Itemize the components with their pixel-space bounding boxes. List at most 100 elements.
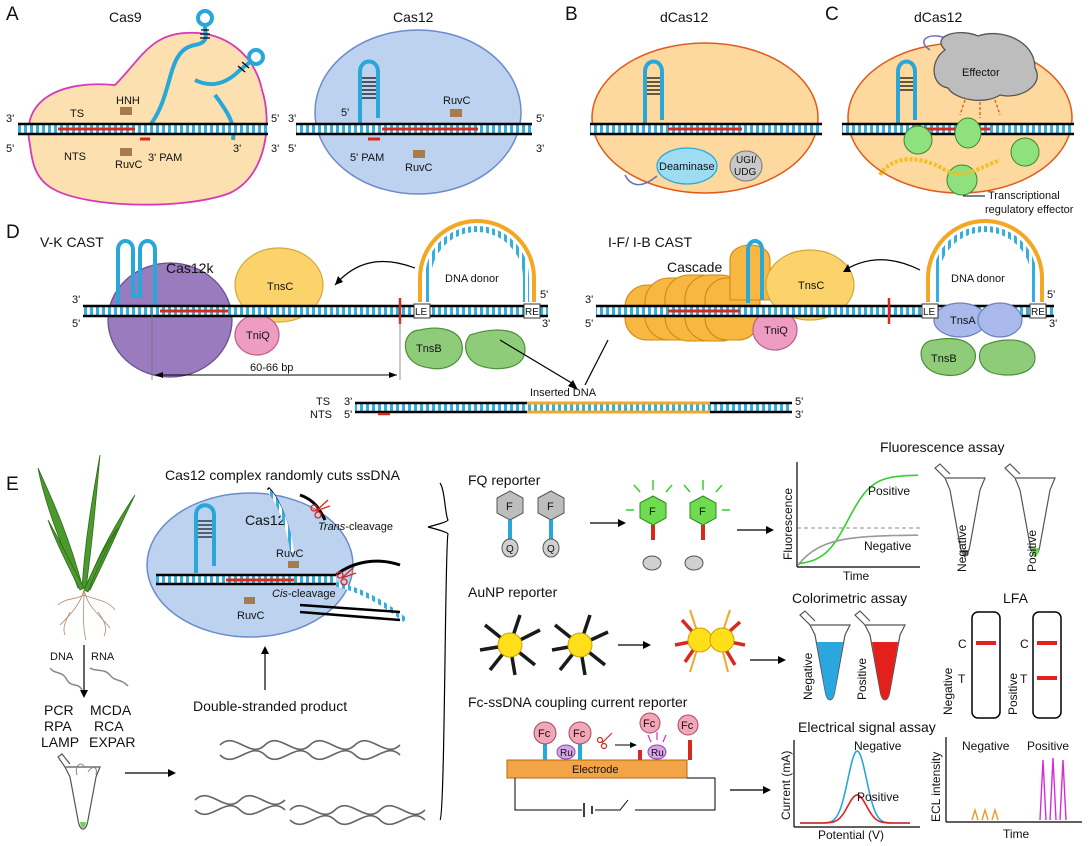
cas12-end-5: 5' xyxy=(288,143,296,155)
colori-tube-negative xyxy=(799,610,851,701)
elec-ylabel: Current (mA) xyxy=(779,751,793,820)
pam-label: 3' PAM xyxy=(148,152,182,164)
fluor-positive-label: Positive xyxy=(868,484,910,498)
ruvc-e-top-label: RuvC xyxy=(276,548,304,560)
cas12-pam-label: 5' PAM xyxy=(350,152,384,164)
colori-neg-label: Negative xyxy=(801,652,815,700)
tnsb-vk xyxy=(404,327,463,370)
ins-end-3: 3' xyxy=(344,396,352,408)
trans-cleavage-label: Trans-cleavage xyxy=(318,521,393,533)
fc-label-4: Fc xyxy=(681,720,694,732)
vk-donor-label: DNA donor xyxy=(445,273,499,285)
nts-label: NTS xyxy=(64,151,86,163)
cas9-end-3b: 3' xyxy=(271,143,279,155)
panel-letter-c: C xyxy=(825,4,839,25)
fluor-tube-neg-label: Negative xyxy=(955,524,969,572)
fluor-positive-curve xyxy=(797,474,918,566)
dsdna-helices xyxy=(194,739,426,826)
ts-label: TS xyxy=(70,108,84,120)
fluor-tube-negative xyxy=(934,463,986,558)
lamp-label: LAMP xyxy=(41,734,79,750)
lfa-c-pos: C xyxy=(1020,637,1029,651)
elec-title: Electrical signal assay xyxy=(798,719,936,735)
fluor-tube-positive xyxy=(1004,463,1056,557)
ru-label-2: Ru xyxy=(651,748,664,759)
colori-pos-label: Positive xyxy=(855,658,869,700)
inserted-nts: NTS xyxy=(310,409,332,421)
ugi-udg xyxy=(729,150,763,182)
rna-3-label: 3' xyxy=(233,143,241,155)
if-end-3: 3' xyxy=(585,294,593,306)
panel-e: E DNA RNA PCR MCDA RPA RCA LAMP EXPAR Ca… xyxy=(6,439,1082,842)
lfa-neg-label: Negative xyxy=(941,667,955,715)
vk-end-3: 3' xyxy=(72,294,80,306)
ecl-chart xyxy=(945,737,1082,823)
if-le-label: LE xyxy=(923,307,936,318)
dcas12-title-c: dCas12 xyxy=(914,9,962,25)
fc-reporters xyxy=(533,712,699,760)
ruvc-e-bottom xyxy=(244,597,255,604)
fq-f4: F xyxy=(699,506,706,518)
elec-neg-label: Negative xyxy=(854,739,902,753)
hnh-domain xyxy=(120,107,132,115)
rpa-label: RPA xyxy=(44,718,72,734)
inserted-ts: TS xyxy=(316,396,330,408)
cas12-end-3b: 3' xyxy=(536,143,544,155)
if-re-label: RE xyxy=(1031,307,1045,318)
cis-cleavage-label: Cis-cleavage xyxy=(272,588,336,600)
deaminase xyxy=(656,147,718,185)
cas12-e-label: Cas12 xyxy=(245,512,286,528)
panel-b: B dCas12 Deaminase UGI/ UDG xyxy=(565,4,822,194)
tnsc-vk xyxy=(234,247,324,323)
hnh-label: HNH xyxy=(116,95,140,107)
fluor-negative-label: Negative xyxy=(864,539,912,553)
cas9-protein xyxy=(27,31,268,206)
lfa-pos-label: Positive xyxy=(1006,673,1020,715)
ecl-pos-label: Positive xyxy=(1027,739,1069,753)
ins-end-5b: 5' xyxy=(795,396,803,408)
fluor-tube-pos-label: Positive xyxy=(1025,530,1039,572)
rca-label: RCA xyxy=(94,718,124,734)
cas12-ruvc-top xyxy=(450,109,462,117)
inserted-dna xyxy=(355,401,792,416)
fq-reporters-cleaved xyxy=(626,480,730,571)
fluor-negative-curve xyxy=(797,534,918,566)
if-cast-title: I-F/ I-B CAST xyxy=(608,234,692,250)
lfa-title: LFA xyxy=(1003,590,1029,606)
ruvc-e-bottom-label: RuvC xyxy=(237,610,265,622)
cas12-end-5b: 5' xyxy=(536,113,544,125)
aunp-title: AuNP reporter xyxy=(468,584,558,600)
ecl-peak-1 xyxy=(981,807,989,821)
tnsb-if xyxy=(920,337,976,377)
ecl-peak-3 xyxy=(1039,759,1047,821)
electrode-label: Electrode xyxy=(572,764,618,776)
distance-label: 60-66 bp xyxy=(250,362,293,374)
lfa-t-pos: T xyxy=(1020,672,1028,686)
if-end-5b: 5' xyxy=(1047,289,1055,301)
complex-title: Cas12 complex randomly cuts ssDNA xyxy=(165,467,401,483)
fc-label-2: Fc xyxy=(573,728,586,740)
fluor-chart xyxy=(796,462,920,568)
elec-negative-curve xyxy=(800,750,910,824)
effector-label: Effector xyxy=(962,67,1000,79)
ds-product-label: Double-stranded product xyxy=(193,698,347,714)
plant-roots xyxy=(57,589,116,641)
tnsc-vk-label: TnsC xyxy=(267,281,293,293)
vk-end-5: 5' xyxy=(72,318,80,330)
if-end-3b: 3' xyxy=(1049,318,1057,330)
inserted-dna-label: Inserted DNA xyxy=(530,387,597,399)
dna-label: DNA xyxy=(50,651,74,663)
aunp-aggregated xyxy=(674,609,746,673)
fc-label-1: Fc xyxy=(538,728,551,740)
ecl-peak-0 xyxy=(971,807,979,821)
cas12-title: Cas12 xyxy=(393,9,434,25)
tniq-if-label: TniQ xyxy=(764,325,788,337)
cas12-ruvc-bottom-label: RuvC xyxy=(405,162,433,174)
crrna-c xyxy=(896,59,917,128)
vk-re-label: RE xyxy=(525,307,539,318)
cas9-end-5b: 5' xyxy=(271,113,279,125)
fq-f1: F xyxy=(506,501,513,513)
tnsc-if xyxy=(765,249,855,321)
cas12k-label: Cas12k xyxy=(166,260,214,276)
